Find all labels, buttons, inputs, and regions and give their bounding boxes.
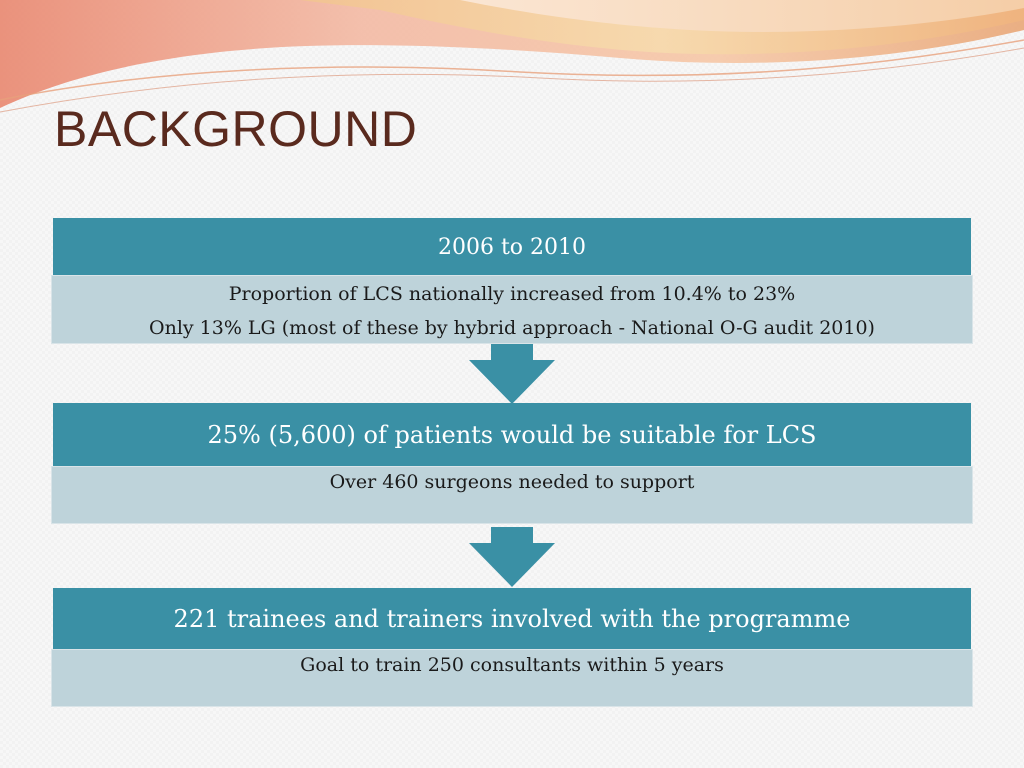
header-wave-decoration: [0, 0, 1024, 113]
step-2-detail-line: Over 460 surgeons needed to support: [329, 471, 695, 493]
slide-title: BACKGROUND: [54, 101, 418, 157]
step-3-detail-line: Goal to train 250 consultants within 5 y…: [300, 654, 724, 676]
step-2-details: Over 460 surgeons needed to support: [51, 466, 973, 524]
step-2-heading: 25% (5,600) of patients would be suitabl…: [53, 403, 971, 466]
step-3-heading: 221 trainees and trainers involved with …: [53, 588, 971, 649]
down-arrow-icon: [469, 344, 555, 404]
flow-step-2: 25% (5,600) of patients would be suitabl…: [51, 403, 973, 524]
down-arrow-icon: [469, 527, 555, 587]
step-1-detail-line: Only 13% LG (most of these by hybrid app…: [149, 317, 875, 339]
step-1-heading: 2006 to 2010: [53, 218, 971, 275]
flow-step-1: 2006 to 2010 Proportion of LCS nationall…: [51, 218, 973, 344]
step-1-details: Proportion of LCS nationally increased f…: [51, 275, 973, 344]
flow-step-3: 221 trainees and trainers involved with …: [51, 588, 973, 707]
step-1-detail-line: Proportion of LCS nationally increased f…: [228, 283, 796, 305]
step-3-details: Goal to train 250 consultants within 5 y…: [51, 649, 973, 707]
